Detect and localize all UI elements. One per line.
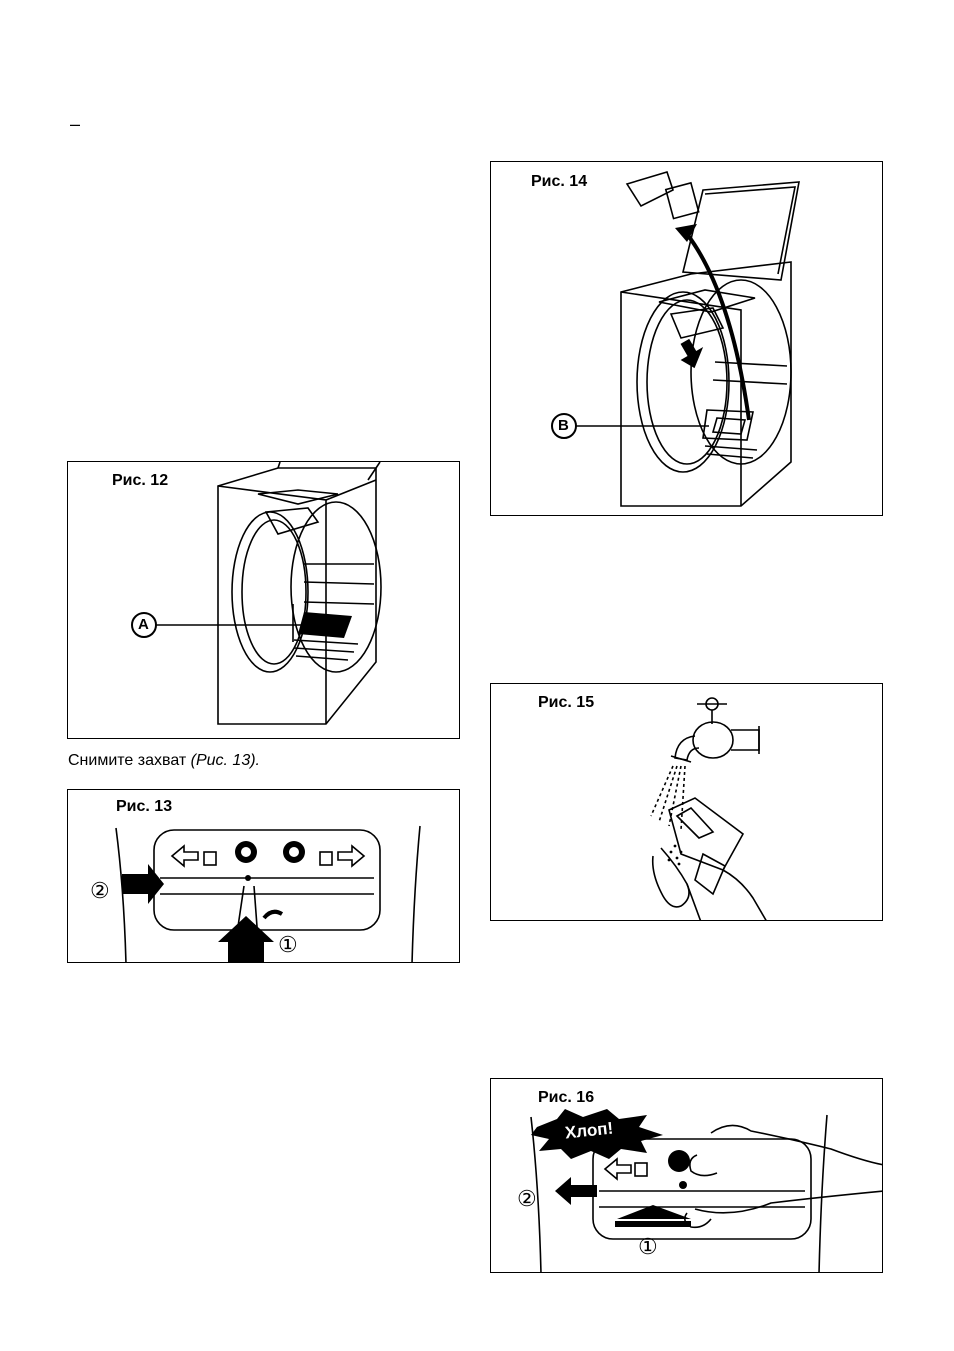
step-2-marker: ② [517, 1186, 537, 1212]
caption-ref: (Рис. 13). [191, 752, 260, 769]
rinse-filter-illustration [491, 684, 883, 921]
caption-fig13: Снимите захват (Рис. 13). [68, 752, 260, 770]
filter-reinsert-illustration [491, 1079, 883, 1273]
callout-a: A [138, 616, 149, 633]
figure-14: Рис. 14 [490, 161, 883, 516]
figure-13: Рис. 13 ② ① [67, 789, 460, 963]
dash-mark: – [70, 114, 80, 135]
step-1-marker: ① [278, 932, 298, 958]
filter-removal-illustration [491, 162, 883, 516]
caption-text: Снимите захват [68, 752, 191, 769]
figure-12: Рис. 12 A [67, 461, 460, 739]
step-1-marker: ① [638, 1234, 658, 1260]
figure-16: Рис. 16 Хлоп! ② ① [490, 1078, 883, 1273]
figure-15: Рис. 15 [490, 683, 883, 921]
filter-latch-illustration [68, 790, 460, 963]
callout-b: B [558, 417, 569, 434]
step-2-marker: ② [90, 878, 110, 904]
dryer-drum-illustration [68, 462, 460, 739]
